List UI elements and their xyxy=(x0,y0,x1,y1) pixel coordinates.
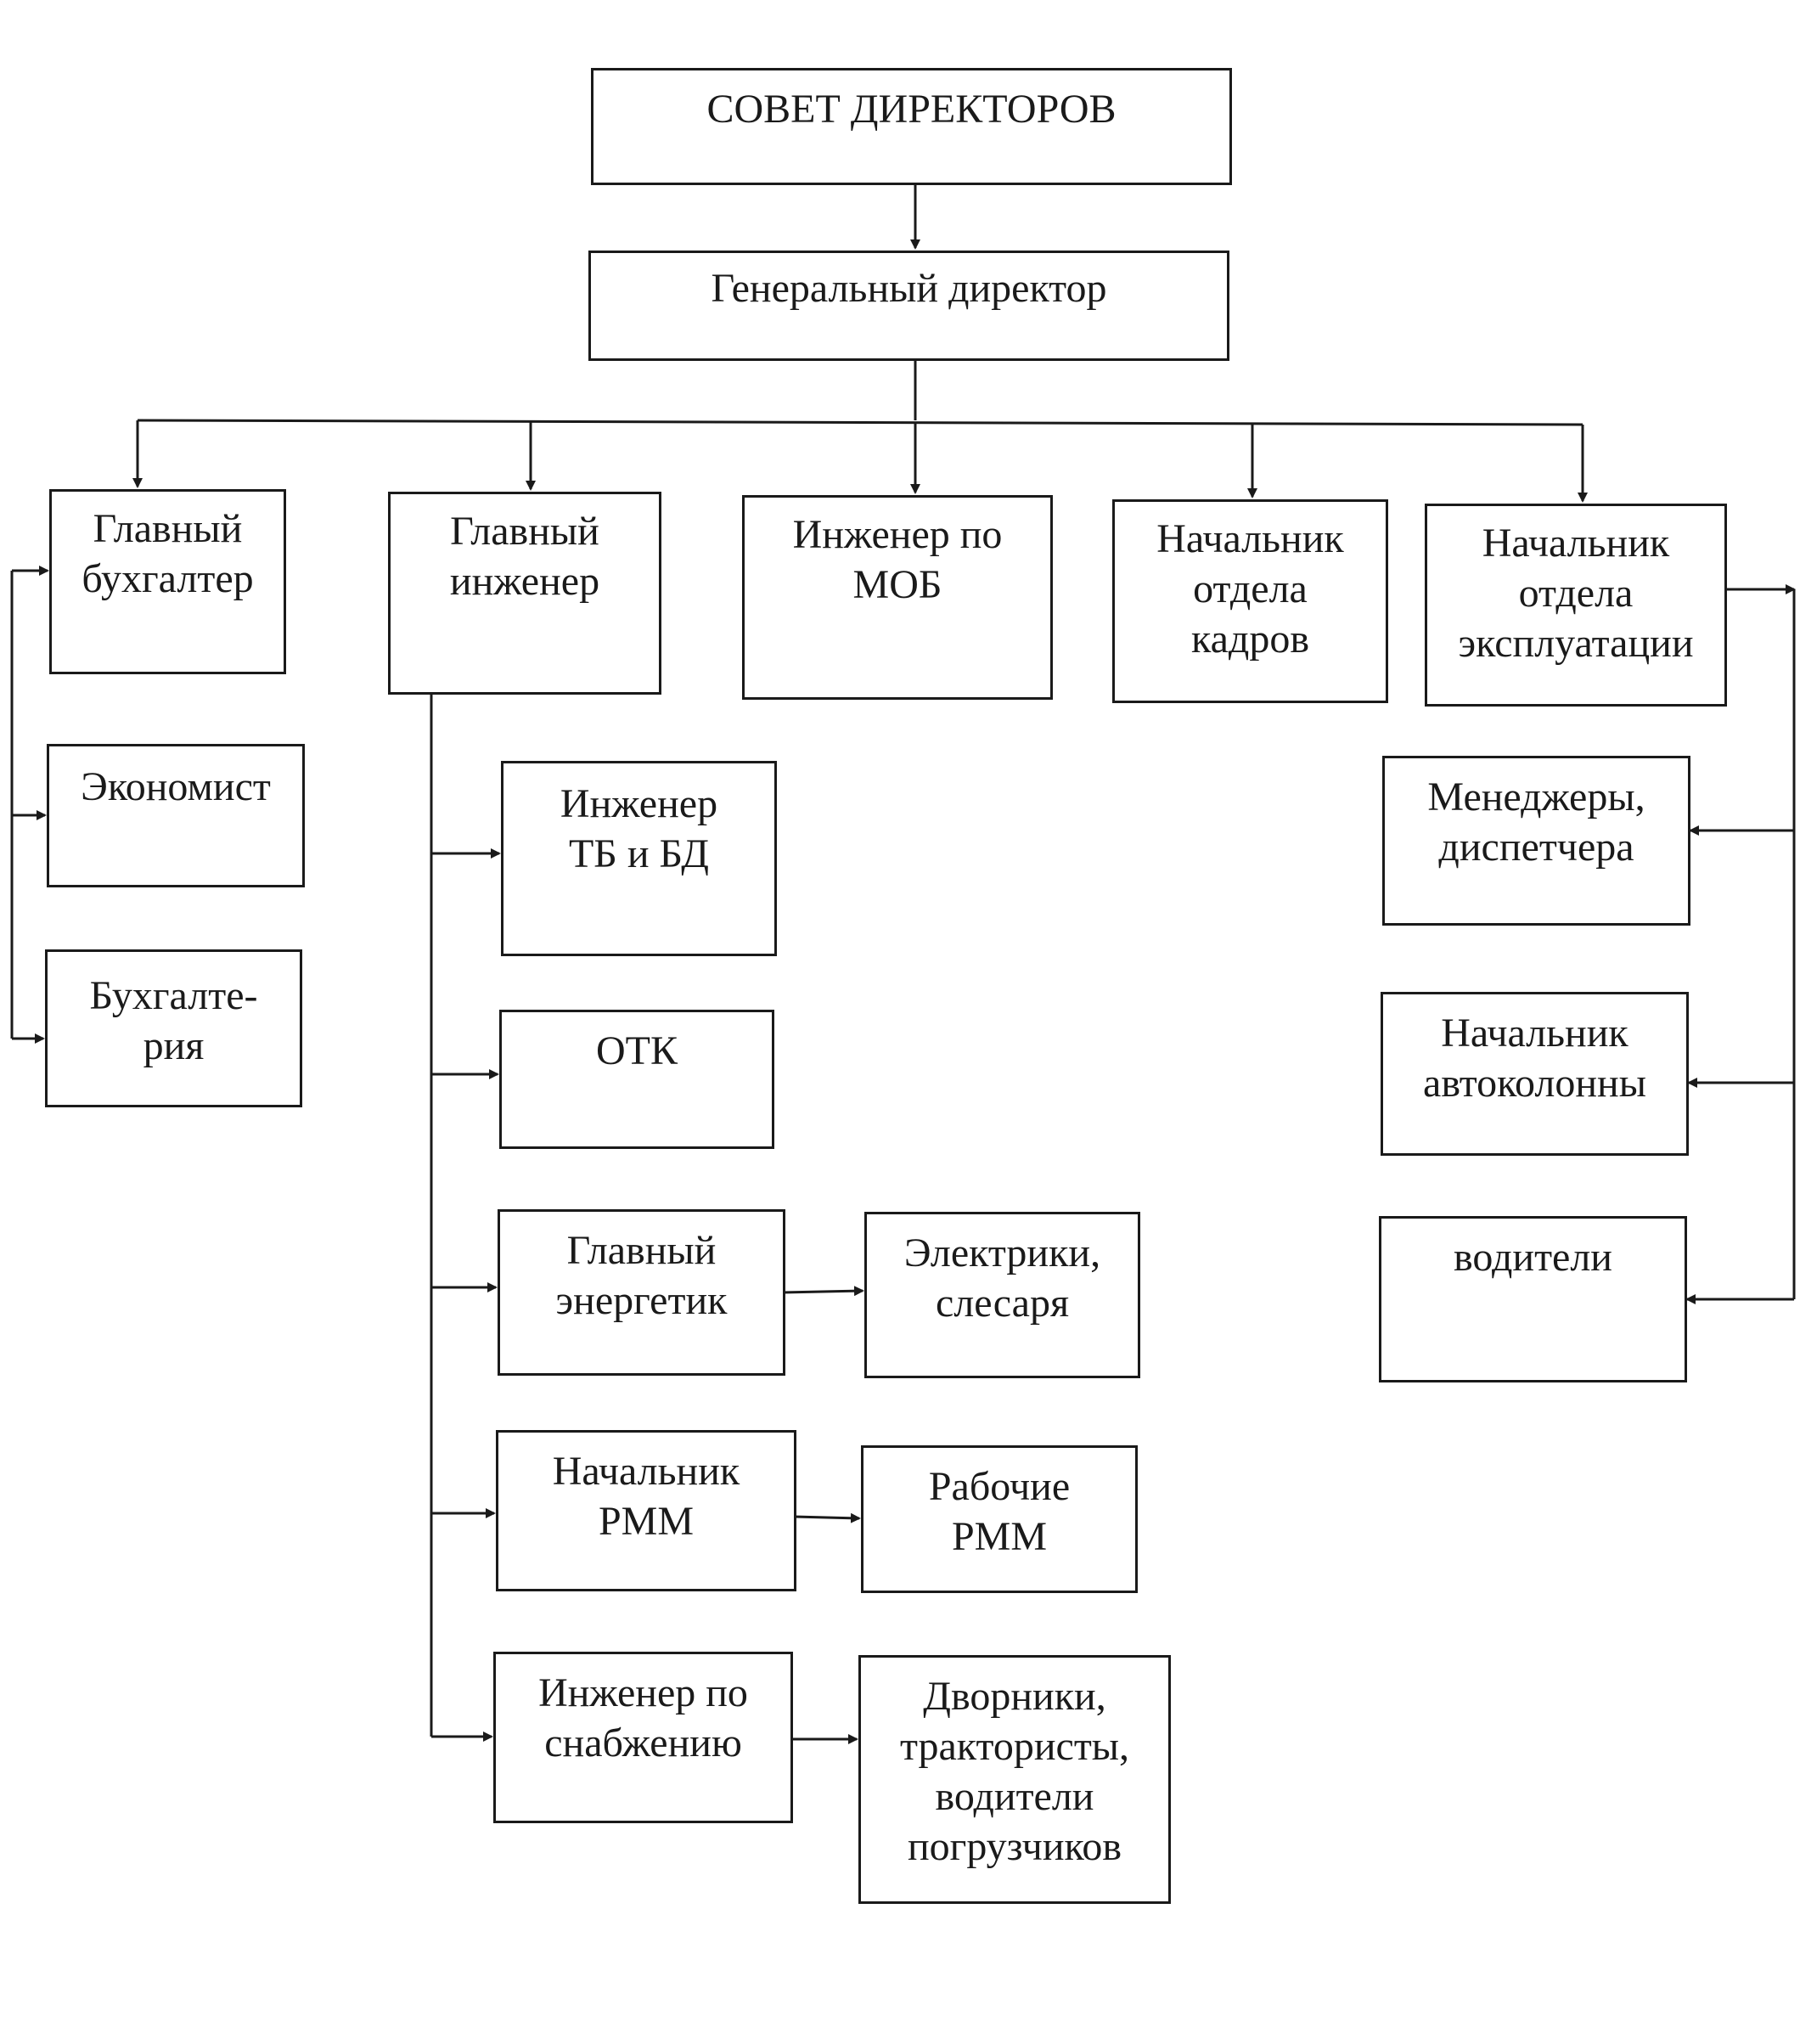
rmm-head-box: Начальник РММ xyxy=(496,1430,796,1591)
chief-power-engineer-label: Главный энергетик xyxy=(555,1228,728,1323)
hr-head-box: Начальник отдела кадров xyxy=(1112,499,1388,703)
accounting-label: Бухгалте- рия xyxy=(89,973,258,1068)
rmm-workers-label: Рабочие РММ xyxy=(928,1464,1071,1559)
chief-accountant-label: Главный бухгалтер xyxy=(82,506,254,601)
board-of-directors-label: СОВЕТ ДИРЕКТОРОВ xyxy=(706,87,1117,132)
economist-box: Экономист xyxy=(47,744,305,887)
rmm-workers-box: Рабочие РММ xyxy=(861,1445,1138,1593)
mob-engineer-box: Инженер по МОБ xyxy=(742,495,1053,700)
rmm-head-label: Начальник РММ xyxy=(552,1449,740,1544)
chief-engineer-box: Главный инженер xyxy=(388,492,661,695)
convoy-head-box: Начальник автоколонны xyxy=(1381,992,1689,1156)
connector-horizontal-bus xyxy=(137,419,1583,426)
otk-label: ОТК xyxy=(596,1028,678,1073)
board-of-directors-box: СОВЕТ ДИРЕКТОРОВ xyxy=(591,68,1232,185)
general-director-label: Генеральный директор xyxy=(711,266,1107,311)
supply-engineer-label: Инженер по снабжению xyxy=(538,1670,748,1765)
safety-engineer-box: Инженер ТБ и БД xyxy=(501,761,777,956)
electricians-label: Электрики, слесаря xyxy=(903,1230,1101,1326)
accounting-box: Бухгалте- рия xyxy=(45,949,302,1107)
arrow-to-rmm-workers xyxy=(793,1512,861,1523)
chief-engineer-label: Главный инженер xyxy=(449,509,600,604)
janitors-box: Дворники, трактористы, водители погрузчи… xyxy=(858,1655,1171,1904)
safety-engineer-label: Инженер ТБ и БД xyxy=(560,781,718,876)
chief-accountant-box: Главный бухгалтер xyxy=(49,489,286,674)
chief-power-engineer-box: Главный энергетик xyxy=(498,1209,785,1376)
arrow-to-electricians xyxy=(782,1286,864,1297)
managers-label: Менеджеры, диспетчера xyxy=(1427,774,1645,870)
convoy-head-label: Начальник автоколонны xyxy=(1423,1011,1646,1106)
managers-box: Менеджеры, диспетчера xyxy=(1382,756,1690,926)
supply-engineer-box: Инженер по снабжению xyxy=(493,1652,793,1823)
operations-head-box: Начальник отдела эксплуатации xyxy=(1425,504,1727,707)
electricians-box: Электрики, слесаря xyxy=(864,1212,1140,1378)
economist-label: Экономист xyxy=(81,764,271,809)
operations-head-label: Начальник отдела эксплуатации xyxy=(1458,521,1694,666)
hr-head-label: Начальник отдела кадров xyxy=(1156,516,1344,662)
mob-engineer-label: Инженер по МОБ xyxy=(792,512,1003,607)
otk-box: ОТК xyxy=(499,1010,774,1149)
janitors-label: Дворники, трактористы, водители погрузчи… xyxy=(899,1674,1130,1869)
general-director-box: Генеральный директор xyxy=(588,251,1229,361)
drivers-label: водители xyxy=(1454,1235,1612,1280)
drivers-box: водители xyxy=(1379,1216,1687,1382)
